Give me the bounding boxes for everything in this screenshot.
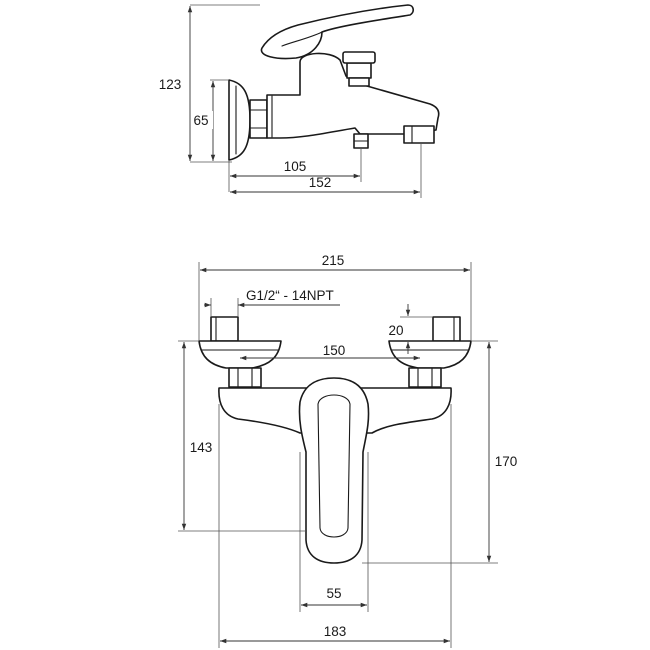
side-body-spout (266, 52, 440, 139)
front-left-connector-cap (210, 316, 239, 342)
front-lever-handle (298, 377, 370, 564)
front-left-hex-nut (228, 367, 262, 388)
side-view: 123 65 105 152 (155, 4, 440, 198)
dim-front-handle-width: 55 (326, 586, 341, 601)
dim-front-height-total: 170 (495, 454, 518, 469)
side-lever-handle (260, 4, 414, 60)
front-right-flange (388, 340, 472, 369)
side-spout-outlet (403, 125, 435, 144)
front-left-flange (198, 340, 282, 369)
side-wall-flange (228, 79, 251, 161)
dim-front-thread: G1/2“ - 14NPT (246, 288, 334, 303)
dim-front-height-body: 143 (190, 440, 213, 455)
dim-side-height-total: 123 (159, 77, 182, 92)
dim-front-center-spacing: 150 (323, 343, 346, 358)
dim-front-width-total: 215 (322, 253, 345, 268)
front-right-connector-cap (432, 316, 461, 342)
front-right-hex-nut (408, 367, 442, 388)
dim-side-spout-inner: 105 (284, 159, 307, 174)
dim-front-body-width: 183 (324, 624, 347, 639)
front-view: 215 G1/2“ - 14NPT 20 150 143 170 55 (178, 253, 521, 648)
dim-front-connector-height: 20 (388, 323, 403, 338)
dim-side-height-mount: 65 (193, 113, 208, 128)
dim-side-spout-total: 152 (309, 175, 332, 190)
side-hex-nut (249, 99, 268, 139)
side-diverter-knob (346, 62, 372, 79)
